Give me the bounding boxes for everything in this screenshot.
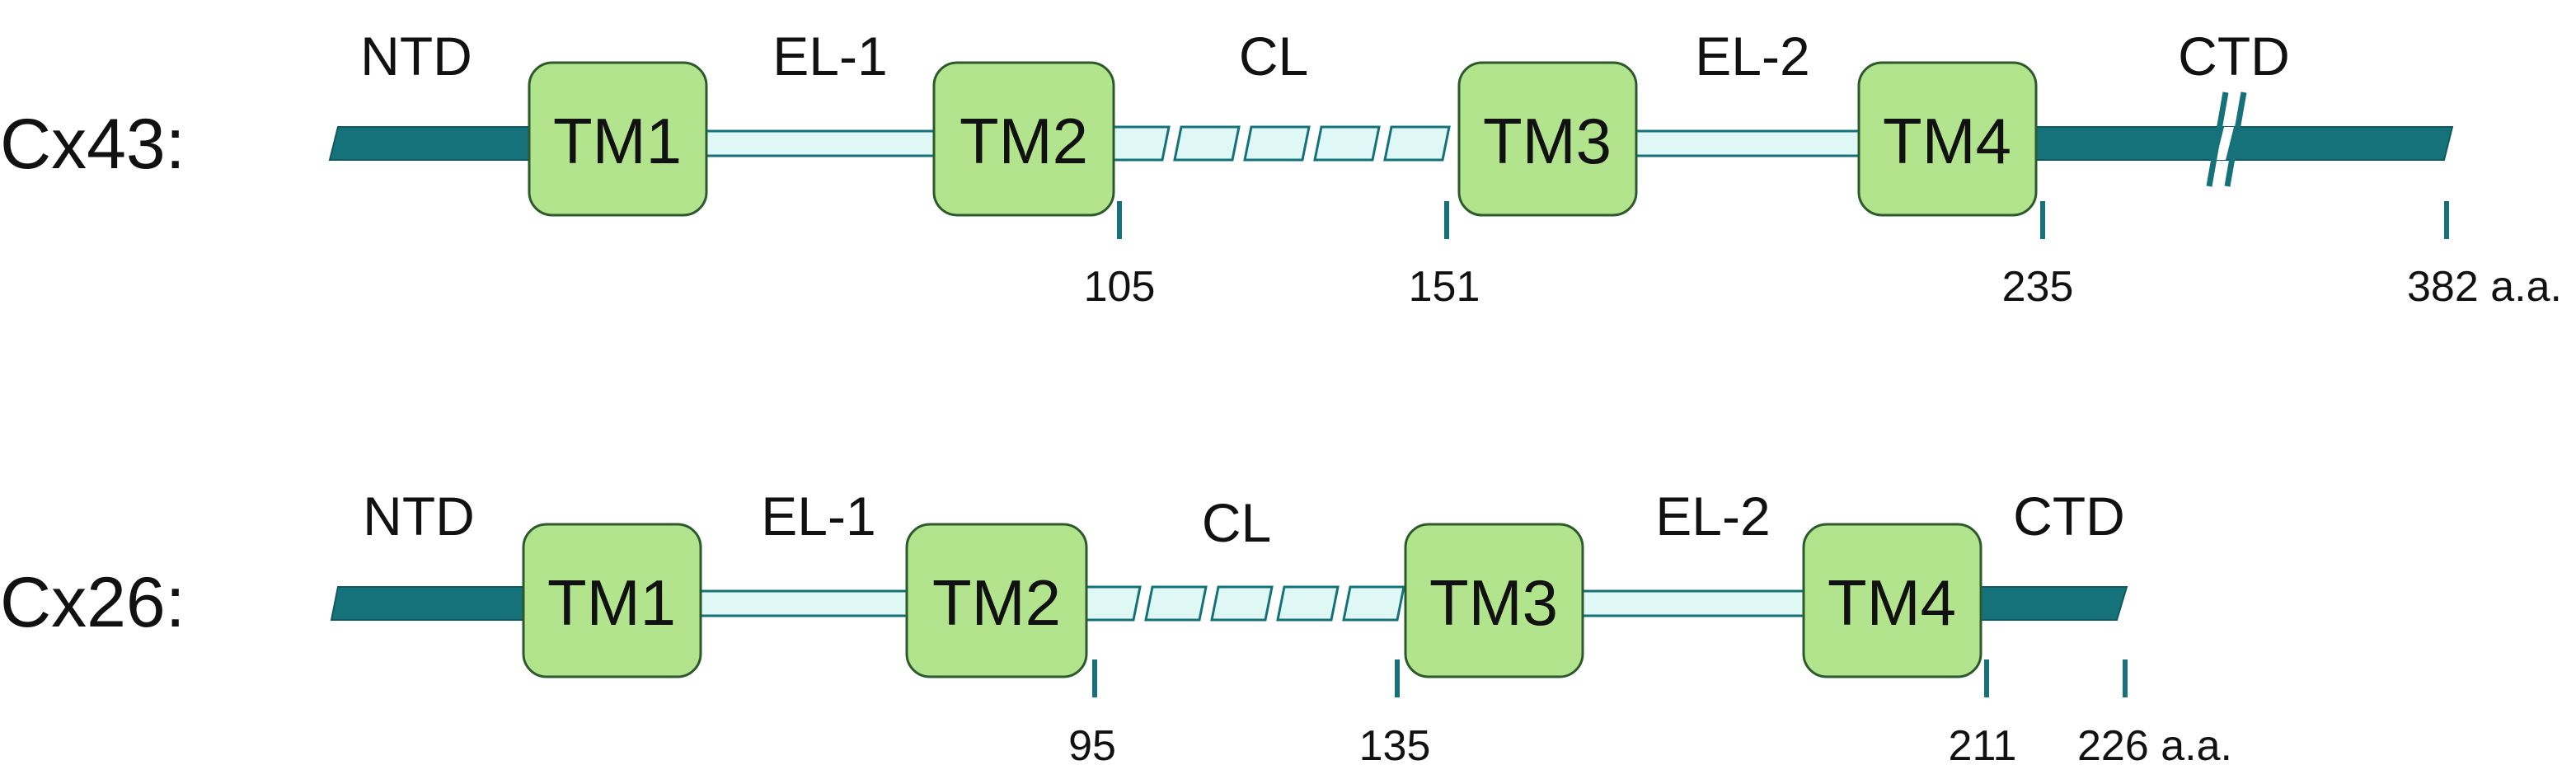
- position-label: 226 a.a.: [2077, 722, 2232, 765]
- cl-label: CL: [1239, 26, 1308, 87]
- cl-segment: [1103, 125, 1451, 162]
- tm-label: TM4: [1883, 105, 2011, 177]
- ctd-segment: [2027, 92, 2454, 187]
- tm4-domain: TM4: [1857, 61, 2038, 217]
- cl-dash: [1383, 125, 1451, 162]
- cl-dash: [1144, 585, 1208, 622]
- el1-segment: [697, 589, 910, 617]
- protein-label: Cx26:: [0, 563, 185, 642]
- cl-dash: [1243, 125, 1311, 162]
- tm-label: TM3: [1429, 566, 1558, 639]
- cl-dash: [1078, 585, 1142, 622]
- ctd-segment: [1976, 586, 2128, 621]
- el1-label: EL-1: [761, 486, 875, 547]
- ntd-label: NTD: [360, 26, 472, 87]
- ctd-label: CTD: [2178, 26, 2290, 87]
- position-label: 135: [1359, 722, 1431, 765]
- tm-label: TM2: [960, 105, 1088, 177]
- tm4-domain: TM4: [1802, 523, 1982, 678]
- tm-label: TM1: [553, 105, 682, 177]
- position-label: 105: [1084, 263, 1156, 311]
- ntd-label: NTD: [363, 486, 475, 547]
- el1-segment: [703, 129, 941, 157]
- tm-label: TM4: [1828, 566, 1956, 639]
- tm-label: TM3: [1483, 105, 1612, 177]
- tm-label: TM1: [547, 566, 676, 639]
- position-label: 382 a.a.: [2407, 263, 2562, 311]
- cl-segment: [1078, 585, 1405, 622]
- tm2-domain: TM2: [932, 61, 1115, 217]
- ctd-label: CTD: [2013, 486, 2125, 547]
- ntd-segment: [330, 586, 528, 621]
- el2-label: EL-2: [1655, 486, 1770, 547]
- cl-dash: [1342, 585, 1405, 622]
- cx26-row: Cx26: TM1 TM2 TM3: [0, 486, 2232, 765]
- cl-dash: [1276, 585, 1340, 622]
- el2-label: EL-2: [1695, 26, 1809, 87]
- ntd-segment: [328, 126, 533, 161]
- position-label: 95: [1068, 722, 1116, 765]
- cl-dash: [1173, 125, 1241, 162]
- position-label: 151: [1409, 263, 1480, 311]
- el2-segment: [1579, 589, 1807, 617]
- tm1-domain: TM1: [528, 61, 708, 217]
- cx43-row: Cx43: TM1 TM2: [0, 26, 2562, 311]
- protein-label: Cx43:: [0, 105, 185, 184]
- tm2-domain: TM2: [905, 523, 1088, 678]
- el2-segment: [1631, 129, 1865, 157]
- cl-dash: [1210, 585, 1274, 622]
- break-mark: [2216, 127, 2234, 160]
- tm3-domain: TM3: [1457, 61, 1638, 217]
- cl-label: CL: [1202, 492, 1271, 553]
- el1-label: EL-1: [772, 26, 887, 87]
- position-label: 211: [1949, 722, 2017, 765]
- tm3-domain: TM3: [1404, 523, 1584, 678]
- tm1-domain: TM1: [522, 523, 702, 678]
- position-label: 235: [2002, 263, 2074, 311]
- tm-label: TM2: [932, 566, 1061, 639]
- cl-dash: [1313, 125, 1381, 162]
